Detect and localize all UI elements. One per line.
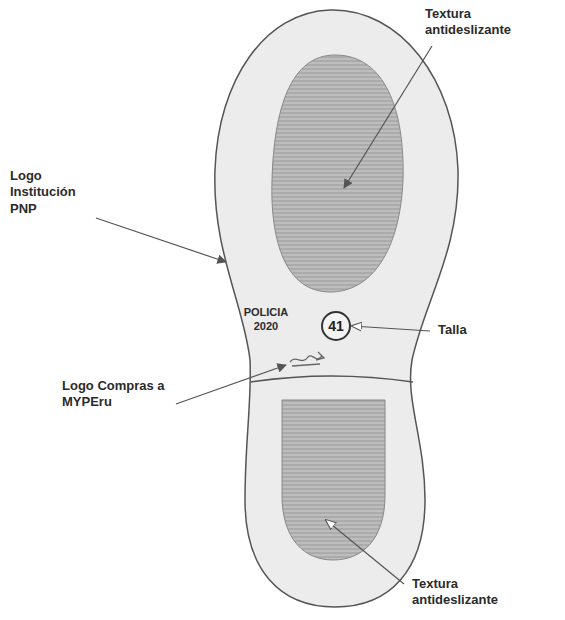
texture-label: Textura antideslizante xyxy=(425,6,535,39)
mype-logo xyxy=(290,352,324,366)
sole-print-text: POLICIA 2020 xyxy=(231,306,301,334)
logo-label: Logo Compras a MYPEru xyxy=(62,378,174,411)
heel-texture xyxy=(282,400,385,560)
texture-label: Textura antideslizante xyxy=(412,576,522,609)
size-number: 41 xyxy=(328,318,344,334)
heel-division xyxy=(251,376,413,382)
size-circle: 41 xyxy=(321,311,351,341)
sole-outline xyxy=(215,10,458,607)
logo-label: Logo Institución PNP xyxy=(10,168,92,217)
size-label: Talla xyxy=(438,322,498,338)
leader-arrows xyxy=(96,46,432,584)
forefoot-texture xyxy=(272,55,403,292)
